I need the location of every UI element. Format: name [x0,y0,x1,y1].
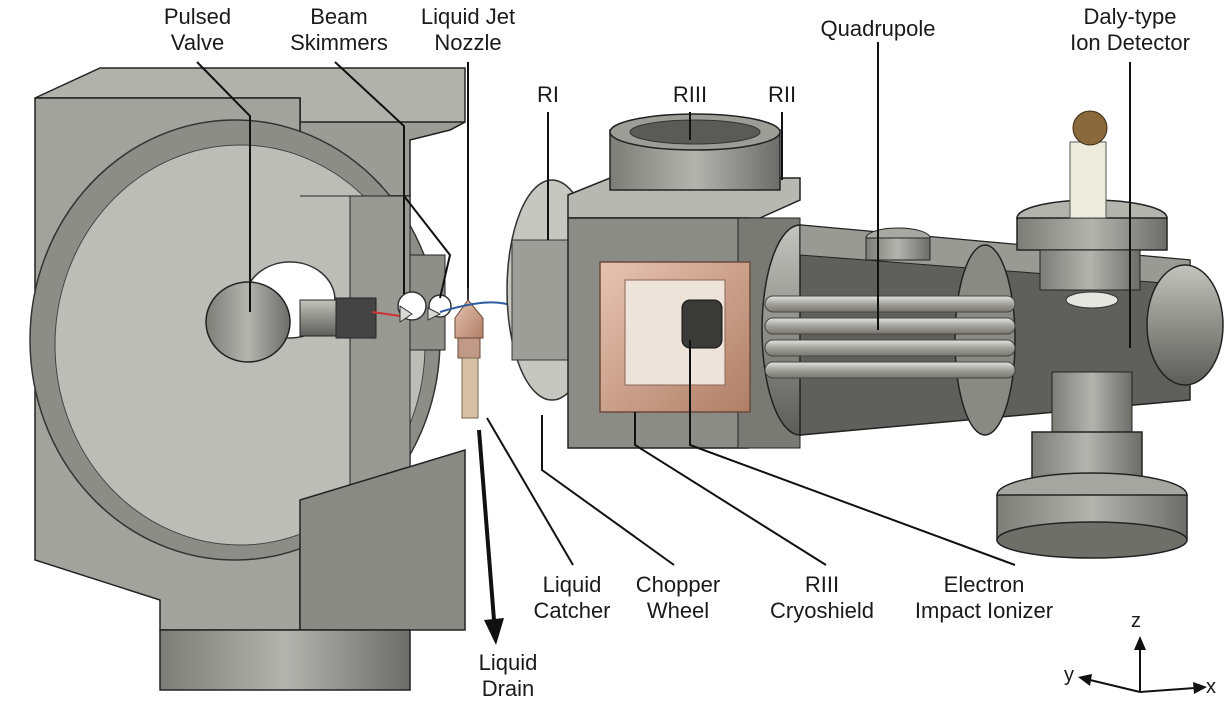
label-line: Daly-type [1083,4,1177,29]
label-line: RII [767,82,797,107]
label-line: Skimmers [290,30,388,55]
liquid-jet-part [454,288,484,419]
label-line: Cryoshield [770,598,874,623]
axis-label-z: z [1131,610,1141,632]
label-liquid-drain: Liquid Drain [470,650,546,702]
label-line: RIII [672,82,708,107]
label-line: Ion Detector [1070,30,1190,55]
label-line: Drain [481,676,535,701]
label-line: Chopper [635,572,721,597]
label-liquid-jet-nozzle: Liquid Jet Nozzle [412,4,524,56]
label-riii-top: RIII [662,82,718,108]
quadrupole-section [761,224,1224,436]
coordinate-axes [1078,636,1207,694]
leader-lines [196,42,1131,566]
liquid-drain-arrowhead [484,618,504,645]
label-line: Impact Ionizer [914,598,1054,623]
leader-beam-skimmers-2 [403,195,452,299]
source-chamber [29,67,466,691]
leader-pulsed-valve [196,61,251,312]
leader-riii-cryoshield [634,412,827,566]
axis-label-y: y [1064,664,1074,686]
label-line: Pulsed [163,4,232,29]
label-beam-skimmers: Beam Skimmers [284,4,394,56]
label-line: Nozzle [434,30,502,55]
label-line: Valve [170,30,225,55]
label-line: RIII [804,572,840,597]
leader-electron-impact [689,340,1016,566]
label-quadrupole: Quadrupole [812,16,944,42]
axis-label-x: x [1206,676,1216,698]
label-line: Liquid [478,650,538,675]
label-line: Beam [310,4,368,29]
label-line: Electron [943,572,1025,597]
label-line: Liquid Jet [420,4,516,29]
label-liquid-catcher: Liquid Catcher [524,572,620,624]
liquid-drain-arrow-line [477,429,496,621]
label-pulsed-valve: Pulsed Valve [150,4,245,56]
label-electron-impact-ionizer: Electron Impact Ionizer [904,572,1064,624]
label-riii-cryoshield: RIII Cryoshield [762,572,882,624]
label-ri: RI [528,82,568,108]
leader-beam-skimmers [334,61,405,294]
leader-liquid-catcher [486,417,574,566]
label-line: RI [537,82,559,107]
label-line: Catcher [533,598,611,623]
label-chopper-wheel: Chopper Wheel [628,572,728,624]
label-daly-detector: Daly-type Ion Detector [1060,4,1200,56]
label-rii: RII [760,82,804,108]
main-chamber [567,113,801,449]
label-line: Liquid [542,572,602,597]
leader-chopper-wheel [541,415,675,566]
label-line: Wheel [646,598,710,623]
pulsed-valve-part [205,281,442,363]
label-line: Quadrupole [820,16,936,41]
